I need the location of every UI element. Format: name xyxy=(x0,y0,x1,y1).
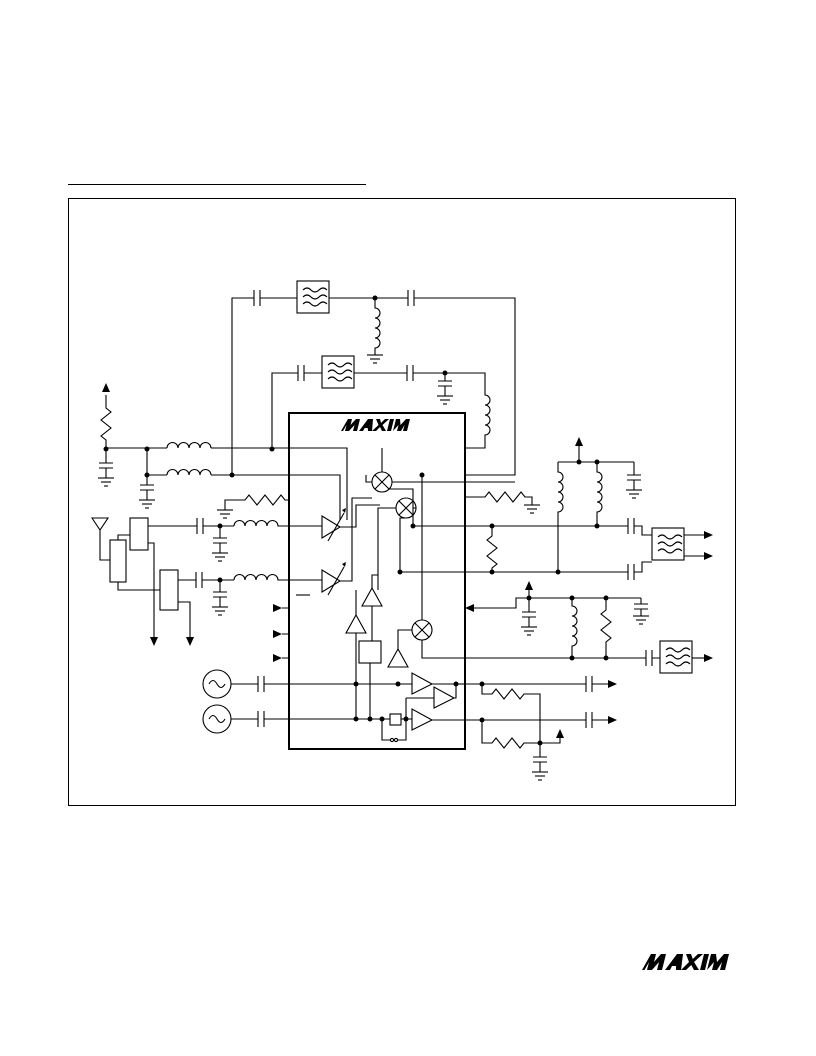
inductor xyxy=(557,462,564,572)
inductor xyxy=(233,520,322,527)
signal-source-icon xyxy=(202,704,232,734)
ground-icon xyxy=(212,552,228,562)
lna-amplifier xyxy=(321,508,346,542)
output-arrow-icon xyxy=(704,552,713,560)
ground-icon xyxy=(212,606,228,616)
ground-icon xyxy=(217,509,233,519)
inductor xyxy=(571,598,578,658)
control-input-arrow-icon xyxy=(273,654,282,662)
ground-icon xyxy=(521,626,537,636)
chip-maxim-logo xyxy=(341,419,410,431)
schematic-frame xyxy=(68,198,736,806)
section-title-rule xyxy=(68,184,366,185)
capacitor xyxy=(406,365,414,381)
filter-block xyxy=(129,517,149,551)
capacitor xyxy=(627,518,635,534)
supply-arrow-icon xyxy=(575,437,583,446)
lower-bandpass-filter xyxy=(321,355,355,389)
output-arrow-icon xyxy=(608,716,617,724)
maxim-logo xyxy=(642,954,729,970)
ground-icon xyxy=(626,489,642,499)
capacitor xyxy=(627,564,635,580)
output-buffer xyxy=(411,672,434,695)
capacitor xyxy=(253,290,261,306)
capacitor xyxy=(645,650,653,666)
supply-arrow-icon xyxy=(102,383,110,392)
inductor xyxy=(374,298,381,355)
control-input-arrow-icon xyxy=(465,604,474,612)
upper-bandpass-filter xyxy=(296,280,330,314)
output-buffer xyxy=(411,708,434,731)
ground-icon xyxy=(633,615,649,625)
if-filter xyxy=(659,640,693,674)
output-arrow-icon xyxy=(608,680,617,688)
control-input-arrow-icon xyxy=(273,604,282,612)
capacitor xyxy=(297,365,305,381)
divider-block xyxy=(358,640,382,664)
buffer-amplifier xyxy=(361,586,383,607)
signal-source-icon xyxy=(202,669,232,699)
capacitor xyxy=(257,711,265,727)
buffer-amplifier xyxy=(387,647,409,668)
lna-amplifier xyxy=(321,562,346,596)
supply-arrow-icon xyxy=(556,729,564,738)
ground-icon xyxy=(437,395,453,405)
output-arrow-icon xyxy=(704,654,713,662)
ground-icon xyxy=(367,354,383,364)
filter-block xyxy=(159,569,179,611)
capacitor xyxy=(585,676,593,692)
capacitor xyxy=(585,712,593,728)
switch-block xyxy=(109,539,127,583)
ground-icon xyxy=(524,504,540,514)
output-arrow-icon xyxy=(704,531,713,539)
inductor xyxy=(233,574,322,581)
capacitor xyxy=(257,676,265,692)
inductor xyxy=(166,469,212,476)
if-filter xyxy=(651,527,685,561)
antenna-icon xyxy=(90,517,110,561)
supply-arrow-icon xyxy=(525,581,533,590)
mixer-icon xyxy=(411,619,433,641)
inductor xyxy=(596,462,603,526)
capacitor xyxy=(196,518,204,534)
ground-icon xyxy=(532,771,548,781)
buffer-amplifier xyxy=(345,613,367,634)
ic-body xyxy=(288,412,466,750)
control-input-arrow-icon xyxy=(273,630,282,638)
ground-icon xyxy=(139,499,155,509)
switch-block xyxy=(389,713,402,726)
ground-icon xyxy=(98,477,114,487)
inductor xyxy=(166,442,212,449)
output-buffer xyxy=(433,686,456,709)
capacitor xyxy=(195,572,203,588)
capacitor xyxy=(407,290,415,306)
inductor xyxy=(465,385,491,449)
